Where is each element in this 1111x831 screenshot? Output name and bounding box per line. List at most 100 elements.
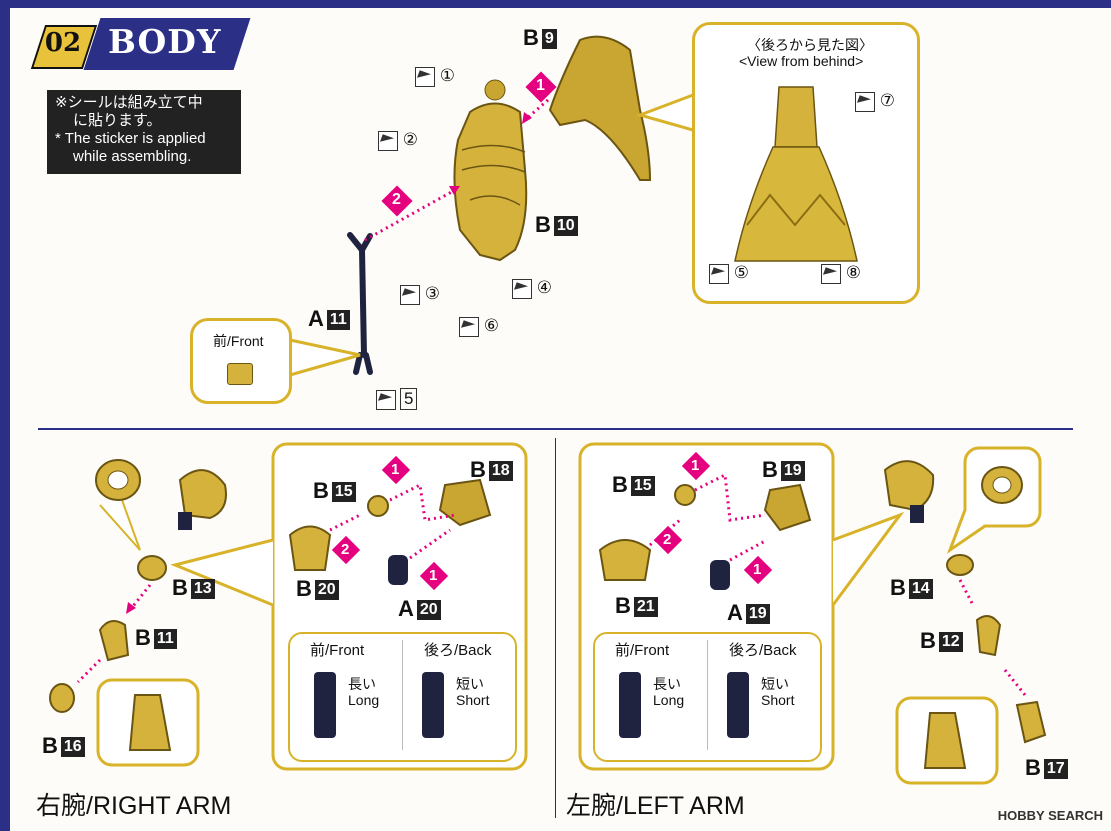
shoulder-callout-pointer [99, 499, 141, 551]
part-number: 15 [630, 476, 655, 497]
part-letter: B [612, 472, 628, 497]
part-number: 17 [1043, 759, 1068, 780]
part-number: 21 [633, 597, 658, 618]
back-view-neck [774, 86, 818, 148]
front-callout-pointer [289, 338, 361, 377]
long-jp: 長い [653, 676, 681, 692]
sticker-icon [855, 91, 875, 112]
back-plate-b9 [548, 35, 652, 181]
ra-dotted-c [409, 528, 451, 560]
sticker-4: ④ [512, 278, 552, 299]
la-arrow-1-label: 1 [691, 457, 700, 474]
back-view-illustration [734, 86, 858, 262]
watermark: HOBBY SEARCH [997, 808, 1103, 823]
short-jp: 短い [761, 676, 789, 692]
l-shoulder-joint [910, 505, 924, 523]
part-number: 14 [908, 579, 933, 600]
b13-part [137, 555, 167, 581]
left-assembly-pointer [831, 511, 905, 606]
l-b17-hand [1015, 700, 1047, 744]
arm-dotted-2 [76, 658, 102, 684]
b18-part [438, 478, 492, 527]
sticker-number: ① [439, 66, 455, 85]
part-letter: A [727, 600, 743, 625]
part-number: 13 [190, 579, 215, 600]
part-letter: B [890, 575, 906, 600]
sticker-number: ⑥ [483, 316, 499, 335]
part-letter: B [172, 575, 188, 600]
l-shoulder-armor [883, 460, 935, 512]
step-number: 02 [44, 28, 82, 58]
la-arrow-2-label: 2 [663, 531, 672, 548]
l-b14-part [946, 554, 974, 576]
sticker-number: ② [402, 130, 418, 149]
short-clip [422, 672, 444, 738]
la-arrow-3-label: 1 [753, 561, 762, 578]
right-arm-title: 右腕/RIGHT ARM [36, 792, 232, 820]
part-letter: A [398, 596, 414, 621]
sticker-number: ⑦ [879, 91, 895, 110]
ra-dotted-b [389, 482, 456, 522]
sticker-icon [378, 130, 398, 151]
sticker-number: ③ [424, 284, 440, 303]
step-title: BODY [108, 22, 222, 61]
arm-arrow-head-1 [126, 602, 136, 614]
back-view-zigzag [746, 193, 846, 227]
sticker-1: ① [415, 66, 455, 87]
short-jp: 短い [456, 676, 484, 692]
back-view-title-jp: 〈後ろから見た図〉 [747, 37, 873, 53]
part-letter: B [762, 457, 778, 482]
part-number: 11 [153, 629, 177, 650]
long-clip [314, 672, 336, 738]
right-col-divider [402, 640, 403, 750]
l-b15-part [674, 484, 696, 506]
part-letter: A [308, 306, 324, 331]
arrow-2-head [449, 186, 460, 195]
ra-arrow-2-label: 2 [341, 541, 350, 558]
sticker-icon [376, 389, 396, 410]
ra-arrow-3-label: 1 [429, 567, 438, 584]
torso-neck-knob [484, 79, 506, 101]
sticker-icon [400, 284, 420, 305]
sticker-5: ⑤ [709, 263, 749, 284]
left-short-clip [727, 672, 749, 738]
part-number: 20 [314, 580, 339, 601]
part-letter: B [615, 593, 631, 618]
part-number: 12 [938, 632, 963, 653]
sticker-7: ⑦ [855, 91, 895, 112]
arrow-1-label: 1 [536, 77, 545, 94]
l-arm-dotted-1 [958, 579, 975, 606]
short-en: Short [761, 692, 795, 708]
l-shoulder-pointer [946, 509, 986, 554]
a19-part [710, 560, 730, 590]
left-col-divider [707, 640, 708, 750]
part-number: 9 [541, 29, 557, 50]
back-view-title-en: <View from behind> [739, 53, 864, 69]
body-illustration [289, 35, 694, 377]
la-dotted-b [694, 472, 766, 522]
part-letter: B [470, 457, 486, 482]
note-line-4: while assembling. [73, 148, 192, 165]
part-letter: B [313, 478, 329, 503]
long-en: Long [653, 692, 685, 708]
sticker-icon [821, 263, 841, 284]
shoulder-ring-hole [107, 470, 129, 490]
note-line-3: * The sticker is applied [55, 130, 206, 147]
sticker-icon [459, 316, 479, 337]
la-dotted-c [729, 538, 768, 562]
